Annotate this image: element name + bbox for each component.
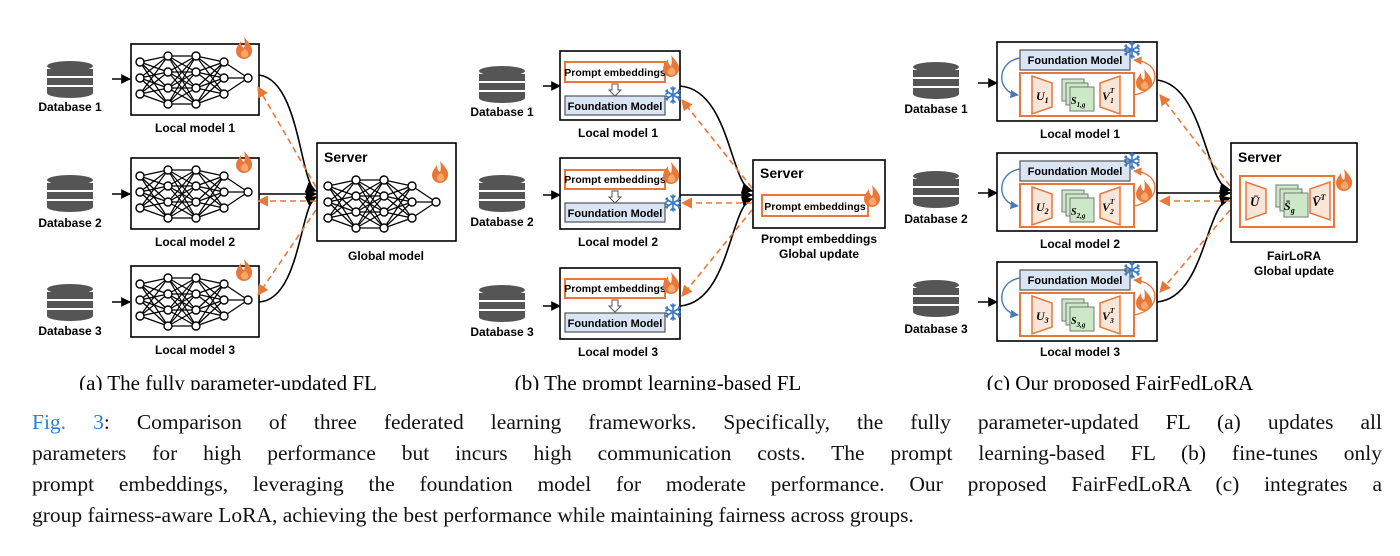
local-model-label: Local model 3 [578,345,658,359]
panel-c-connections [1156,79,1232,303]
caption-line-3: prompt embeddings, leveraging the founda… [32,472,1382,496]
panel-a-row-1: Database 1 Local model 1 [38,37,260,135]
server-caption-1: Prompt embeddings [761,232,877,246]
s-label: S3,g [1071,316,1086,329]
server-caption-2: Global update [779,247,859,261]
flame-icon [236,37,253,59]
database-icon [46,174,94,213]
prompt-embeddings-label: Prompt embeddings [564,283,666,295]
local-model-label: Local model 1 [578,126,658,140]
foundation-model-box [1019,49,1131,71]
database-label: Database 2 [904,212,968,226]
database-label: Database 3 [470,325,534,339]
s-bar-label: S̄g [1284,199,1295,215]
server-title: Server [760,165,804,181]
server-caption: Global model [348,249,424,263]
foundation-model-label: Foundation Model [568,101,663,113]
s-label: S1,g [1071,96,1086,109]
prompt-embeddings-label: Prompt embeddings [564,67,666,79]
server-prompt-label: Prompt embeddings [764,201,866,213]
panel-b: Database 1 Prompt embeddings Foundation … [470,50,886,359]
caption-line-4: group fairness-aware LoRA, achieving the… [32,503,914,527]
database-label: Database 1 [38,100,102,114]
foundation-model-label: Foundation Model [1028,55,1123,67]
server-caption-2: Global update [1254,264,1334,278]
database-label: Database 3 [38,324,102,338]
database-label: Database 3 [904,322,968,336]
foundation-model-label: Foundation Model [1028,166,1123,178]
subcaption-a: (a) The fully parameter-updated FL [79,371,377,390]
caption-line-1: Fig. 3: Comparison of three federated le… [32,410,1383,434]
panel-b-row-3: Database 3 Prompt embeddings Foundation … [470,267,681,359]
server-title: Server [324,149,368,165]
foundation-model-label: Foundation Model [568,208,663,220]
database-icon [478,65,526,104]
panel-a: Database 1 Local model 1 Database 2 Loca… [38,37,457,357]
s-label: S2,g [1071,207,1086,220]
database-icon [478,174,526,213]
panel-b-row-2: Database 2 Prompt embeddings Foundation … [470,157,681,249]
panel-a-row-3: Database 3 Local model 3 [38,259,260,357]
local-model-label: Local model 3 [155,343,235,357]
figure-reference: Fig. 3 [32,410,104,434]
foundation-model-box [564,312,666,333]
foundation-model-label: Foundation Model [1028,275,1123,287]
prompt-embeddings-label: Prompt embeddings [564,174,666,186]
panel-b-row-1: Database 1 Prompt embeddings Foundation … [470,50,681,140]
foundation-model-box [1019,160,1131,182]
flame-icon [236,259,253,281]
local-model-label: Local model 3 [1040,345,1120,359]
local-model-label: Local model 2 [1040,237,1120,251]
u-label: U3 [1036,309,1049,325]
database-label: Database 2 [38,216,102,230]
local-model-label: Local model 2 [155,235,235,249]
foundation-model-label: Foundation Model [568,318,663,330]
server-caption-1: FairLoRA [1267,249,1321,263]
u-label: U1 [1036,89,1049,105]
local-model-label: Local model 1 [1040,127,1120,141]
u-label: U2 [1036,200,1049,216]
subcaption-c: (c) Our proposed FairFedLoRA [987,371,1254,390]
database-icon [912,279,960,318]
database-label: Database 1 [904,102,968,116]
database-icon [46,60,94,99]
database-icon [912,61,960,100]
foundation-model-box [564,95,666,116]
foundation-model-box [564,202,666,223]
database-label: Database 2 [470,215,534,229]
panel-b-connections [679,85,754,307]
panel-a-connections [256,74,318,303]
database-icon [46,283,94,322]
caption-line-2: parameters for high performance but incu… [32,441,1382,465]
figure: Database 1 Local model 1 Database 2 Loca… [38,37,1358,390]
v-bar-label: V̄T [1312,193,1327,209]
database-label: Database 1 [470,105,534,119]
local-model-label: Local model 1 [155,121,235,135]
subcaption-b: (b) The prompt learning-based FL [515,371,802,390]
local-model-label: Local model 2 [578,235,658,249]
server-title: Server [1238,149,1282,165]
database-icon [912,170,960,209]
database-icon [478,284,526,323]
panel-a-row-2: Database 2 Local model 2 [38,151,260,249]
flame-icon [236,151,253,173]
foundation-model-box [1019,269,1131,291]
u-bar-label: Ū [1250,194,1260,209]
